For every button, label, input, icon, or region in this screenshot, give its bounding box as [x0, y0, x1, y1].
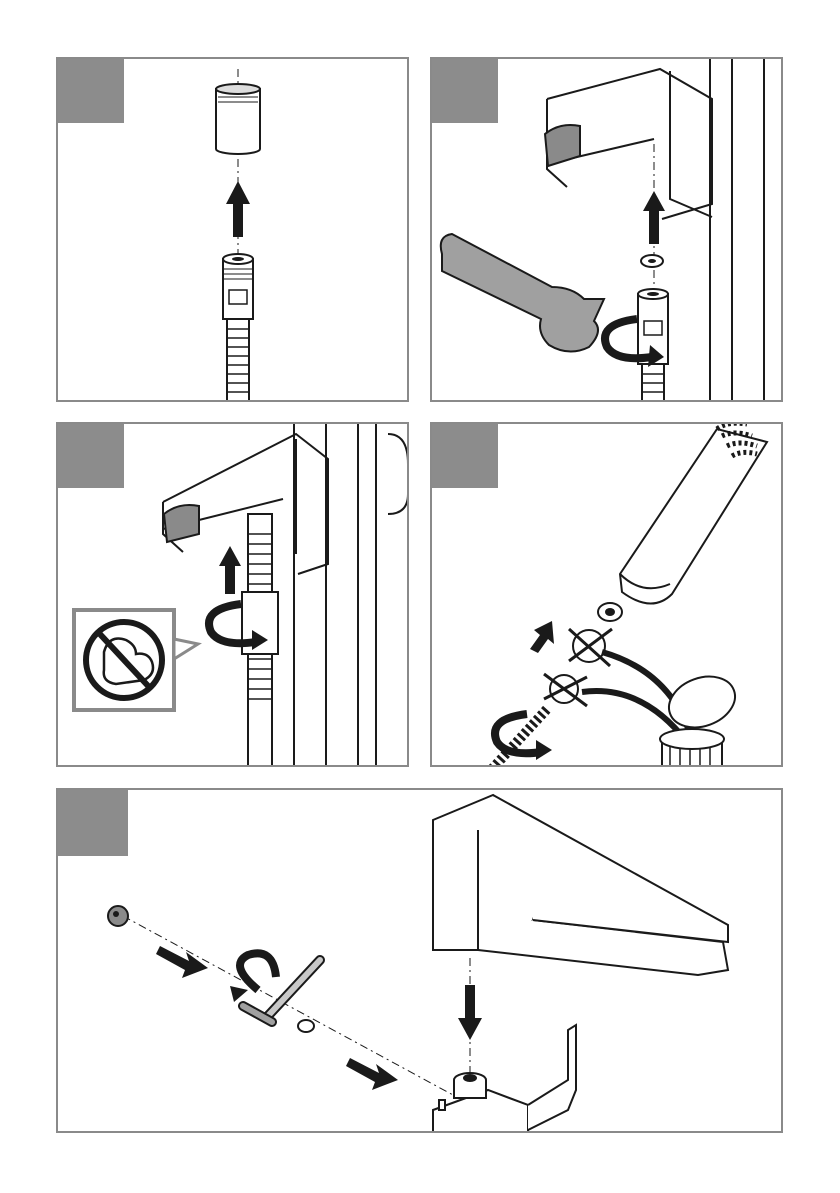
- valve-body-icon: [433, 1025, 576, 1133]
- illustration-spout-mount: [58, 790, 783, 1133]
- hand-shower-icon: [620, 424, 767, 604]
- right-arrow-icon-1: [156, 946, 208, 978]
- spout-icon: [433, 795, 728, 975]
- washer-icon: [598, 603, 622, 621]
- up-arrow-icon: [530, 621, 554, 653]
- step-panel-1: [56, 57, 409, 402]
- step-panel-4: [430, 422, 783, 767]
- washer-icon: [641, 255, 663, 267]
- bin-icon: [660, 668, 742, 767]
- no-force-warning-icon: [74, 610, 198, 710]
- up-arrow-icon: [226, 181, 250, 237]
- sleeve-icon: [216, 84, 260, 154]
- up-arrow-icon: [219, 546, 241, 594]
- step-panel-5: [56, 788, 783, 1133]
- crossed-part-icon-1: [569, 629, 612, 666]
- spout-icon: [163, 424, 408, 767]
- down-arrow-icon: [458, 985, 482, 1040]
- wrench-icon: [441, 234, 604, 352]
- grub-screw-icon: [298, 1020, 314, 1032]
- hose-connector-icon: [638, 289, 668, 402]
- illustration-hand-tighten: [58, 424, 409, 767]
- crossed-part-icon-2: [544, 674, 587, 706]
- step-panel-3: [56, 422, 409, 767]
- up-arrow-icon: [643, 191, 665, 244]
- cap-icon: [108, 906, 128, 926]
- hose-connector-icon: [223, 254, 253, 402]
- illustration-wrench-unscrew: [432, 59, 783, 402]
- illustration-hand-shower: [432, 424, 783, 767]
- illustration-hose-nut-removal: [58, 59, 409, 402]
- right-arrow-icon-2: [346, 1058, 398, 1090]
- step-panel-2: [430, 57, 783, 402]
